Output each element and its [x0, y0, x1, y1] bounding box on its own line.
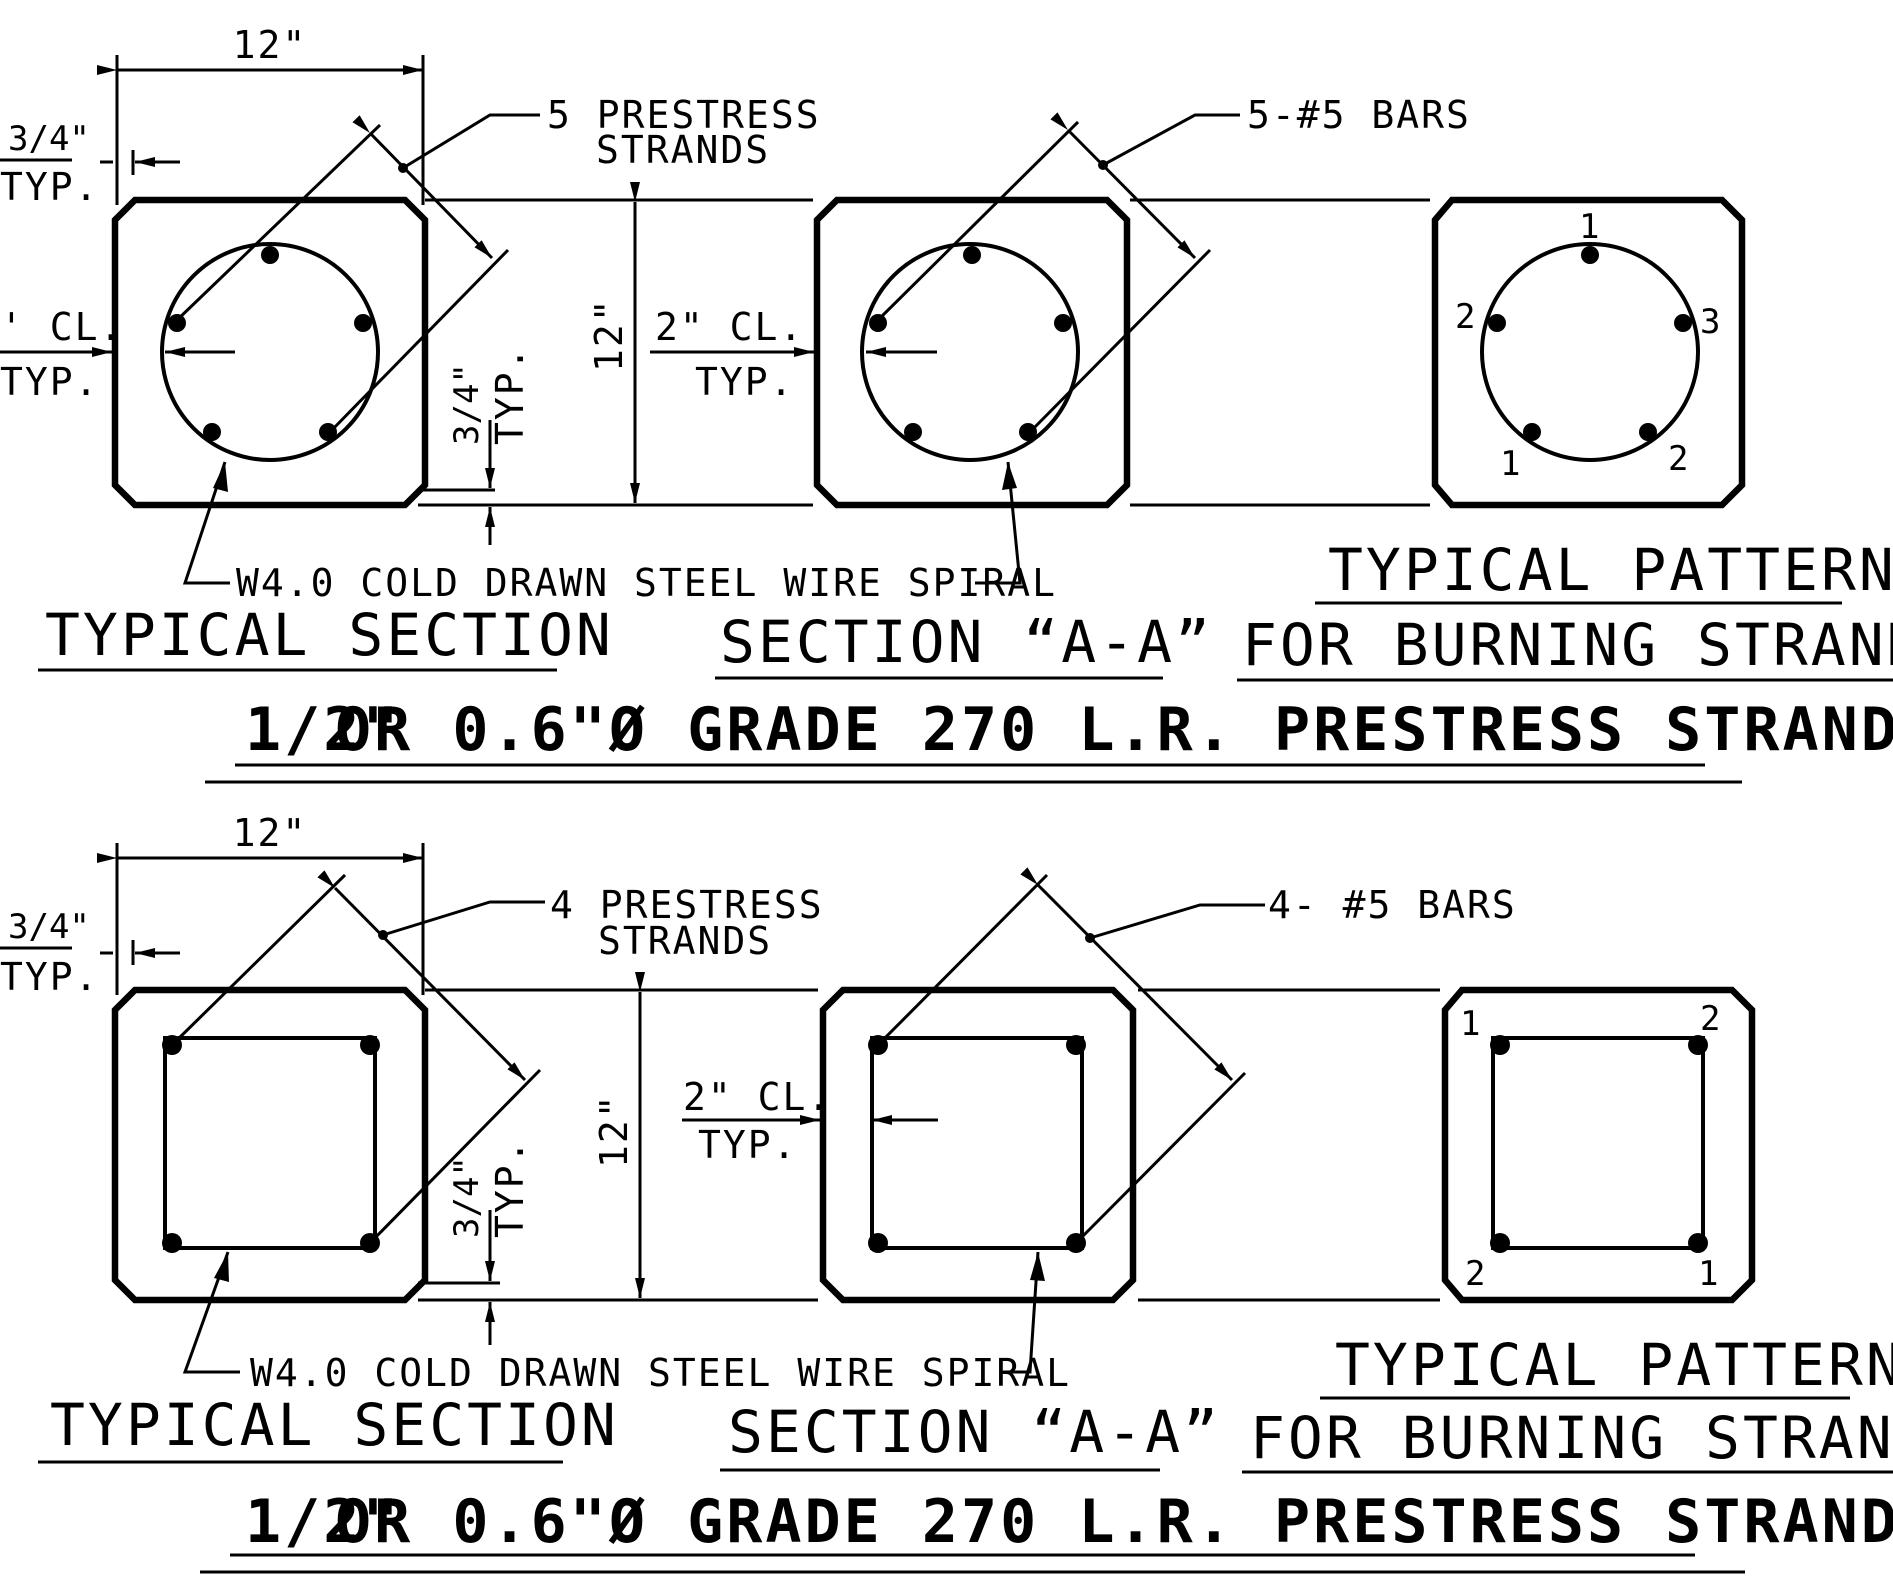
burn-order-number: 1 [1698, 1254, 1718, 1294]
bottom-cover-fraction: 3/4" [447, 363, 487, 445]
clear-mid-typ: TYP. [695, 360, 795, 404]
bottom-burn-pattern: 1 2 2 1 [1441, 986, 1756, 1304]
spiral-circle [160, 242, 380, 462]
heading-text: OR 0.6"Ø GRADE 270 L.R. PRESTRESS STRAND… [335, 695, 1893, 765]
strand-dot [168, 314, 186, 332]
heading-fraction: 1/2" [245, 695, 402, 765]
bar-dot [868, 1233, 888, 1253]
spiral-circle [1480, 242, 1700, 462]
title-pattern-2: FOR BURNING STRANDS [1242, 611, 1893, 679]
cover-typ: TYP. [0, 165, 100, 209]
burn-order-number: 1 [1500, 444, 1520, 484]
title-typical-section: TYPICAL SECTION [45, 601, 614, 669]
cover-typ: TYP. [0, 955, 100, 999]
burn-order-number: 2 [1668, 439, 1688, 479]
spiral-circle [860, 242, 1080, 462]
bottom-section-aa: 12" 2" CL. TYP. 4- #5 BARS W4.0 COLD DRA… [250, 867, 1517, 1395]
title-pattern-1: TYPICAL PATTERN [1328, 536, 1893, 604]
top-panel: 12" 3/4" TYP. ' CL. TYP. 5 PRESTRESS STR… [0, 23, 1893, 784]
clear-mid-label: 2" CL. [683, 1075, 832, 1119]
spiral-label: W4.0 COLD DRAWN STEEL WIRE SPIRAL [250, 1351, 1071, 1395]
title-pattern-2: FOR BURNING STRANDS [1250, 1404, 1893, 1472]
heading-fraction: 1/2" [245, 1487, 402, 1557]
strand-dot [354, 314, 372, 332]
cover-fraction: 3/4" [8, 907, 90, 947]
bar-dot [904, 423, 922, 441]
strand-dot [360, 1035, 380, 1055]
bottom-cover-fraction: 3/4" [447, 1156, 487, 1238]
clear-left-typ: TYP. [0, 360, 100, 404]
spiral-square [163, 1036, 377, 1250]
width-dim-label: 12" [233, 811, 308, 855]
clear-left-label: ' CL. [0, 305, 124, 349]
top-typical-section: 12" 3/4" TYP. ' CL. TYP. 5 PRESTRESS STR… [0, 23, 821, 585]
bottom-panel: 12" 3/4" TYP. 4 PRESTRESS STRANDS [0, 811, 1893, 1574]
burn-order-number: 1 [1460, 1004, 1480, 1044]
title-typical-section: TYPICAL SECTION [50, 1391, 619, 1459]
spiral-label: W4.0 COLD DRAWN STEEL WIRE SPIRAL [236, 561, 1057, 605]
height-dim-label: 12" [587, 297, 631, 372]
heading-text: OR 0.6"Ø GRADE 270 L.R. PRESTRESS STRAND… [335, 1487, 1893, 1557]
spiral-square [1491, 1036, 1705, 1250]
heading: 1/2" OR 0.6"Ø GRADE 270 L.R. PRESTRESS S… [200, 1487, 1893, 1574]
strands-label: 5 PRESTRESS [547, 93, 821, 137]
strand-dot [162, 1233, 182, 1253]
strand-dot [203, 423, 221, 441]
strands-label-2: STRANDS [596, 128, 770, 172]
burn-order-number: 2 [1465, 1254, 1485, 1294]
bar-dot [1066, 1035, 1086, 1055]
clear-mid-typ: TYP. [698, 1123, 798, 1167]
title-section-aa: SECTION “A-A” [728, 1398, 1221, 1466]
bars-label: 5-#5 BARS [1247, 93, 1471, 137]
pile-outline [1441, 986, 1756, 1304]
bar-dot [869, 314, 887, 332]
strand-dot [261, 246, 279, 264]
bar-dot [963, 246, 981, 264]
width-dim-label: 12" [233, 23, 308, 67]
bar-dot [1054, 314, 1072, 332]
burn-order-number: 1 [1579, 207, 1599, 247]
spiral-square [870, 1036, 1084, 1250]
burn-order-number: 2 [1700, 999, 1720, 1039]
top-section-aa: 12" 2" CL. TYP. 5-#5 BARS W4.0 COLD DRAW… [236, 93, 1471, 605]
bottom-cover-typ: TYP. [488, 345, 532, 445]
strands-label: 4 PRESTRESS [550, 883, 824, 927]
bottom-typical-section: 12" 3/4" TYP. 4 PRESTRESS STRANDS [0, 811, 824, 1374]
title-pattern-1: TYPICAL PATTERN [1335, 1331, 1893, 1399]
top-burn-pattern: 1 2 3 1 2 [1431, 196, 1746, 509]
height-dim-label: 12" [592, 1093, 636, 1168]
heading: 1/2" OR 0.6"Ø GRADE 270 L.R. PRESTRESS S… [205, 695, 1893, 784]
strands-label-2: STRANDS [598, 919, 772, 963]
pile-outline [1431, 196, 1746, 509]
bottom-cover-typ: TYP. [488, 1138, 532, 1238]
cover-fraction: 3/4" [8, 119, 90, 159]
burn-order-number: 3 [1700, 302, 1720, 342]
title-section-aa: SECTION “A-A” [720, 608, 1213, 676]
clear-mid-label: 2" CL. [655, 305, 804, 349]
burn-order-number: 2 [1455, 297, 1475, 337]
bars-label: 4- #5 BARS [1268, 883, 1517, 927]
